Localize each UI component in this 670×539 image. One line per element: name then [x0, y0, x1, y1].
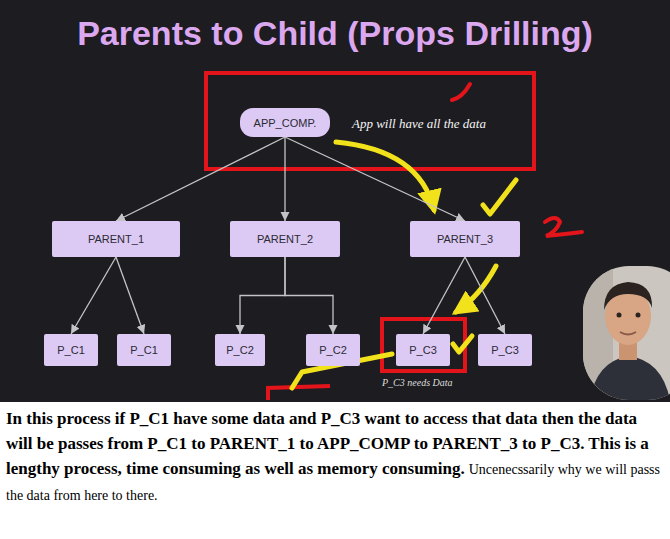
component-name: PARENT_1 — [88, 233, 144, 245]
tree-connector — [423, 257, 465, 334]
component-box: PARENT_1 — [52, 221, 180, 257]
component-name: APP_COMP. — [254, 117, 317, 129]
tree-connector — [116, 137, 285, 221]
tree-connector — [116, 257, 144, 334]
component-name: PARENT_3 — [437, 233, 493, 245]
caption-paragraph: In this process if P_C1 have some data a… — [6, 406, 664, 508]
component-box: P_C1 — [117, 334, 171, 366]
tree-connector — [284, 137, 285, 221]
tree-connector — [465, 257, 505, 334]
component-box: PARENT_2 — [230, 221, 340, 257]
component-box: P_C3 — [396, 334, 450, 366]
slide-title: Parents to Child (Props Drilling) — [0, 14, 670, 53]
root-component-box: APP_COMP. — [240, 108, 330, 137]
red-mark — [268, 386, 330, 400]
title-text: Parents to Child (Props Drilling) — [77, 14, 593, 52]
tree-connector — [71, 257, 116, 334]
component-name: P_C1 — [57, 344, 85, 356]
presenter-webcam — [583, 266, 670, 400]
red-highlight-box — [206, 73, 534, 169]
component-name: P_C3 — [409, 344, 437, 356]
component-name: P_C3 — [491, 344, 519, 356]
component-box: P_C2 — [306, 334, 360, 366]
component-box: P_C2 — [215, 334, 265, 366]
component-box: P_C3 — [478, 334, 532, 366]
handwritten-note: App will have all the data — [350, 116, 488, 132]
yellow-check — [483, 180, 516, 214]
handwritten-note: P_C3 needs Data — [380, 377, 455, 388]
component-box: P_C1 — [44, 334, 98, 366]
component-name: P_C1 — [130, 344, 158, 356]
red-scribble — [452, 84, 470, 100]
red-scribble — [545, 218, 582, 236]
yellow-check — [453, 336, 472, 352]
tree-connector — [240, 257, 285, 334]
tree-connector — [285, 257, 333, 334]
component-name: P_C2 — [226, 344, 254, 356]
component-box: PARENT_3 — [410, 221, 520, 257]
component-name: P_C2 — [319, 344, 347, 356]
component-name: PARENT_2 — [257, 233, 313, 245]
tree-connector — [285, 137, 465, 221]
